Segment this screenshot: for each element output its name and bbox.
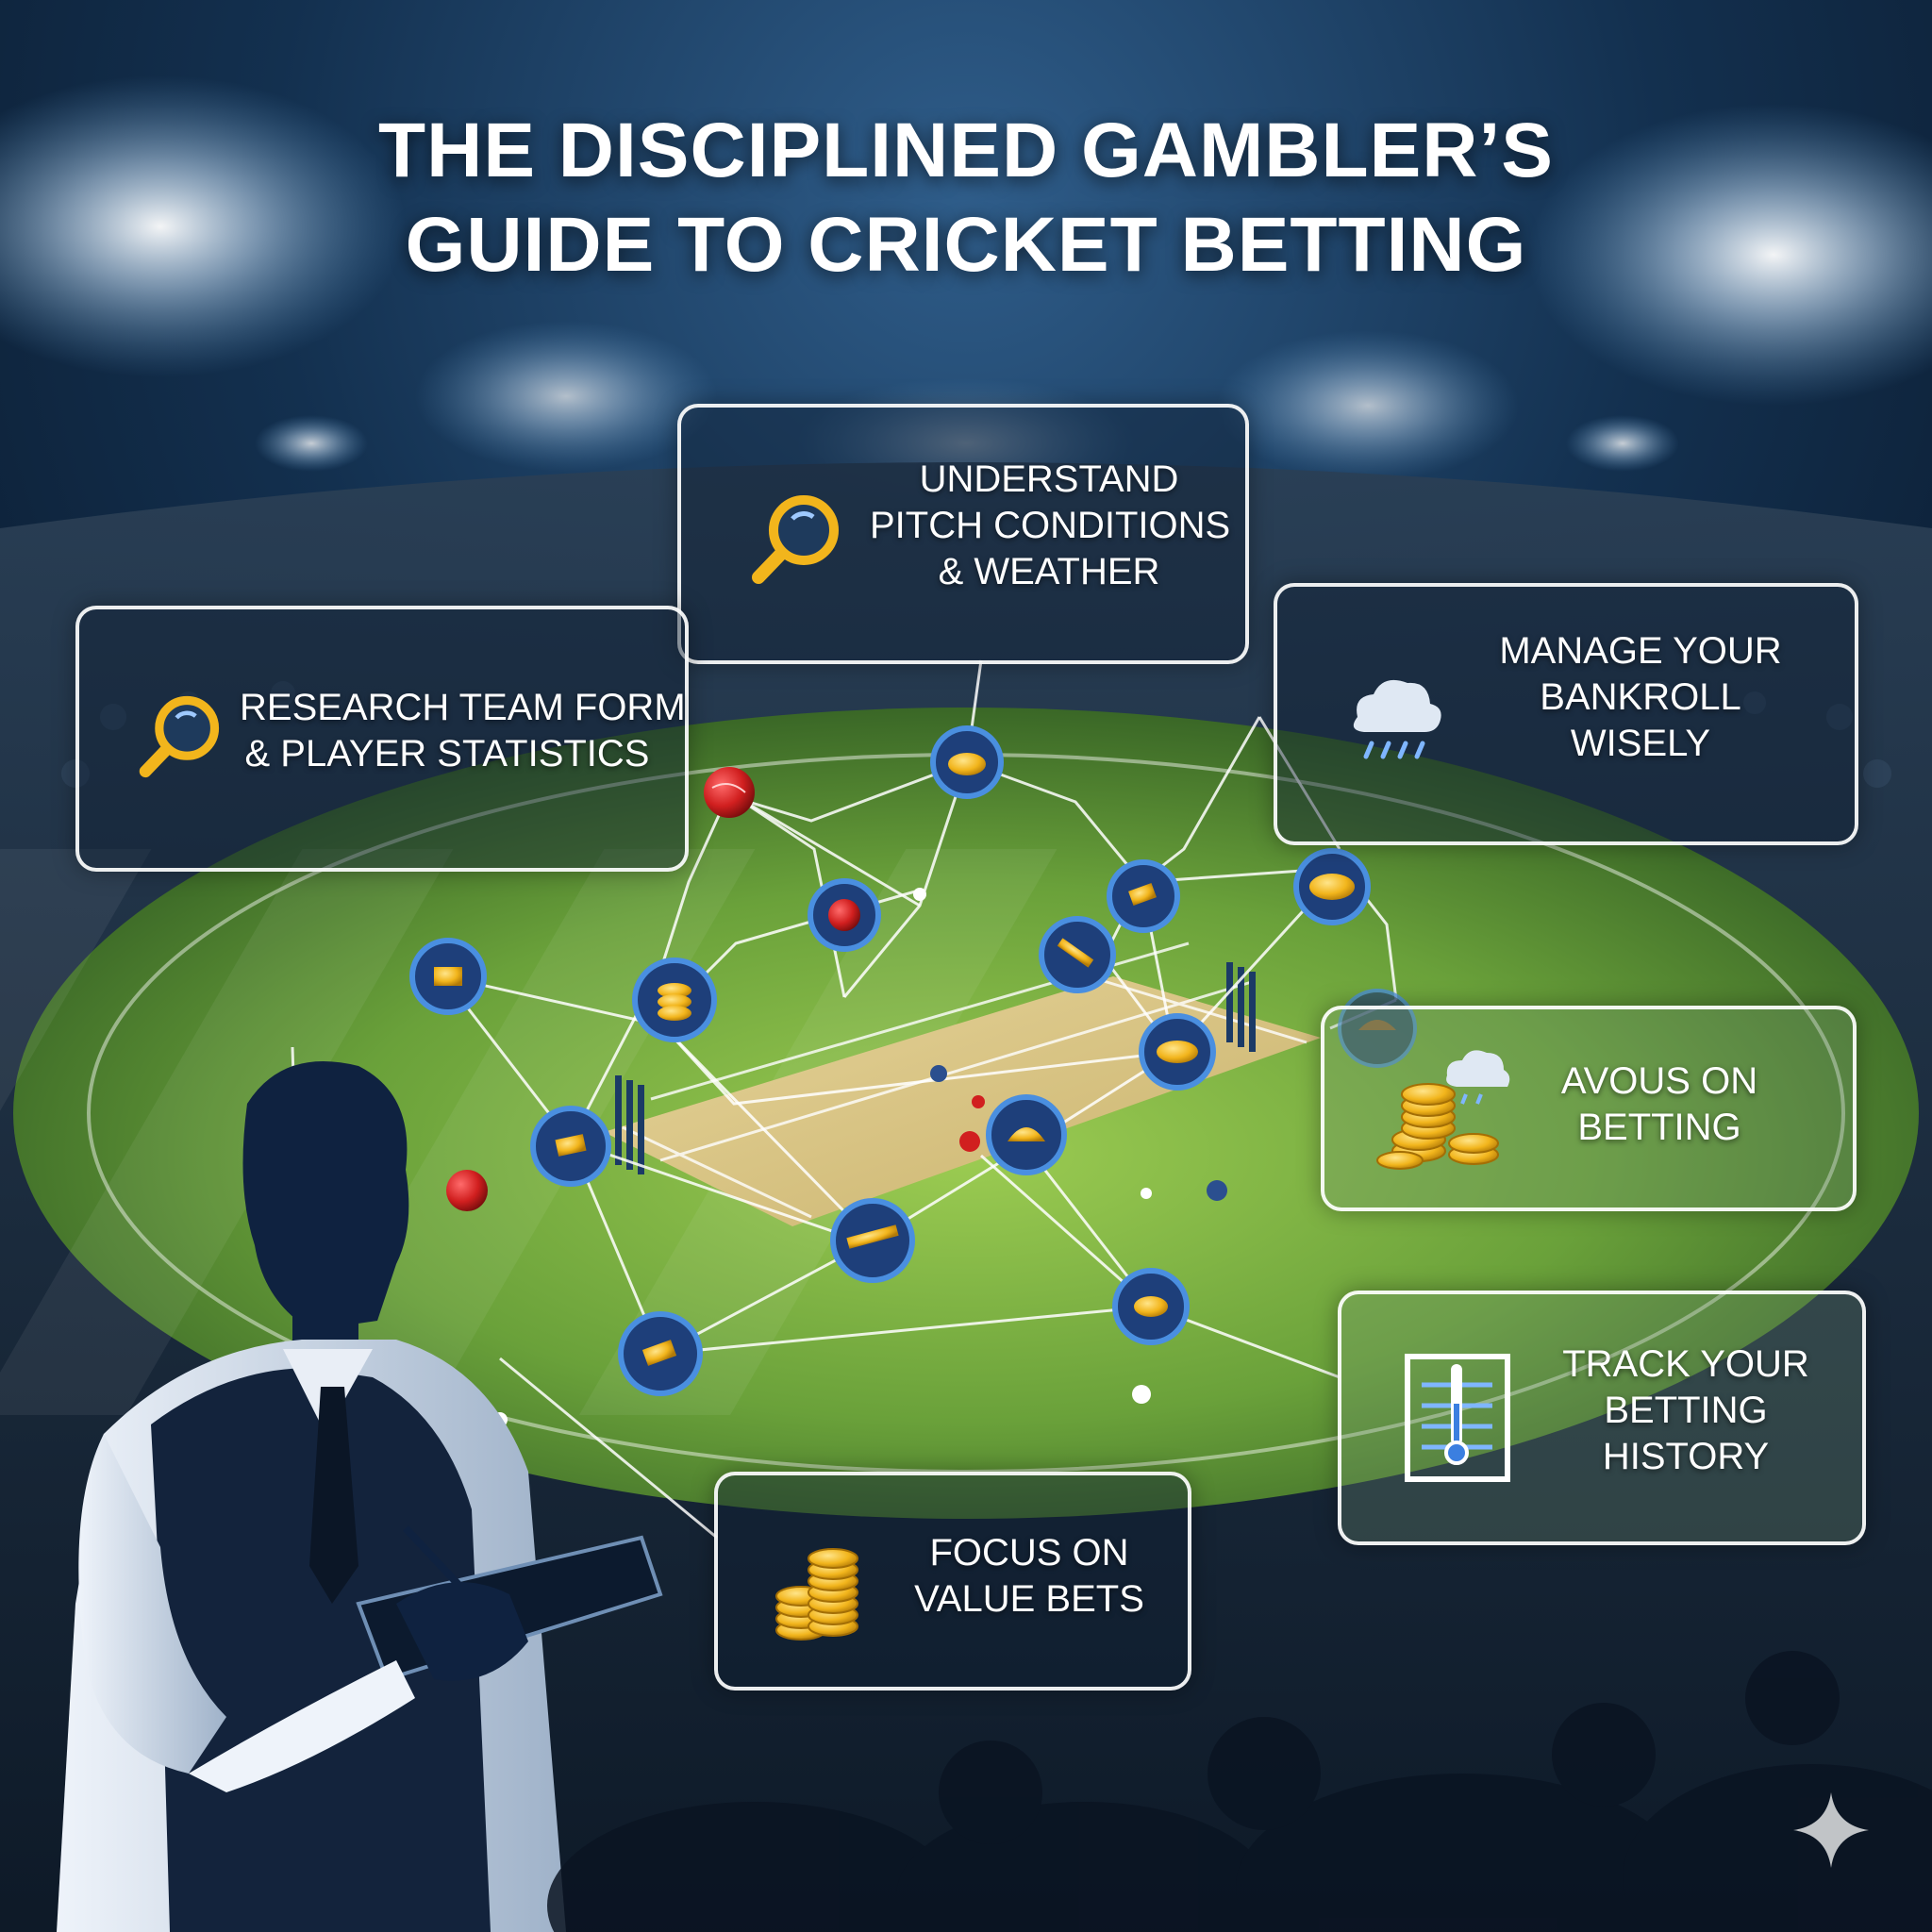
analyst-silhouette	[57, 1061, 663, 1932]
card-bankroll-text: MANAGE YOUR BANKROLL WISELY	[1499, 630, 1782, 764]
pad-node	[1107, 859, 1180, 933]
card-avous-text: AVOUS ON BETTING	[1560, 1060, 1758, 1148]
magnifier-icon	[139, 695, 220, 778]
network-nodes	[409, 725, 1417, 1396]
card-research-team-form: RESEARCH TEAM FORM & PLAYER STATISTICS	[75, 606, 689, 872]
notebook-thermometer-icon	[1405, 1354, 1510, 1482]
stumps-icon	[615, 962, 1256, 1174]
ball-node	[808, 878, 881, 952]
card-node	[618, 1311, 703, 1396]
cricket-ball-icon	[446, 1170, 488, 1211]
page-title: THE DISCIPLINED GAMBLER’S GUIDE TO CRICK…	[0, 104, 1932, 292]
card-node	[409, 938, 487, 1015]
card-node	[530, 1106, 611, 1187]
coin-stack-node	[632, 958, 717, 1042]
card-research-text: RESEARCH TEAM FORM & PLAYER STATISTICS	[240, 687, 686, 774]
coin-stack-cloud-icon	[1376, 1050, 1510, 1170]
title-line-1: THE DISCIPLINED GAMBLER’S	[378, 108, 1554, 193]
sparkle-icon	[1793, 1792, 1869, 1868]
helmet-node	[986, 1094, 1067, 1175]
card-pitch-text: UNDERSTAND PITCH CONDITIONS & WEATHER	[870, 458, 1231, 592]
card-manage-bankroll: MANAGE YOUR BANKROLL WISELY	[1274, 583, 1858, 845]
rain-cloud-icon	[1353, 679, 1441, 759]
title-line-2: GUIDE TO CRICKET BETTING	[405, 202, 1527, 288]
mini-ball-icon	[930, 1065, 1227, 1201]
coin-node	[930, 725, 1004, 799]
card-track-history: TRACK YOUR BETTING HISTORY	[1338, 1291, 1866, 1545]
card-value-text: FOCUS ON VALUE BETS	[914, 1532, 1144, 1620]
helmet-node	[1338, 989, 1417, 1068]
card-pitch-conditions: UNDERSTAND PITCH CONDITIONS & WEATHER	[677, 404, 1249, 664]
coin-node	[1139, 1013, 1216, 1091]
bat-node	[1039, 916, 1116, 993]
card-track-text: TRACK YOUR BETTING HISTORY	[1562, 1343, 1809, 1477]
bat-node	[830, 1198, 915, 1283]
card-avous-betting: AVOUS ON BETTING	[1321, 1006, 1857, 1211]
coin-stack-icon	[775, 1548, 858, 1641]
coin-node	[1112, 1268, 1190, 1345]
magnifier-icon	[752, 495, 839, 584]
card-focus-value-bets: FOCUS ON VALUE BETS	[714, 1472, 1191, 1690]
cricket-ball-icon	[704, 767, 755, 818]
coin-node	[1293, 848, 1371, 925]
